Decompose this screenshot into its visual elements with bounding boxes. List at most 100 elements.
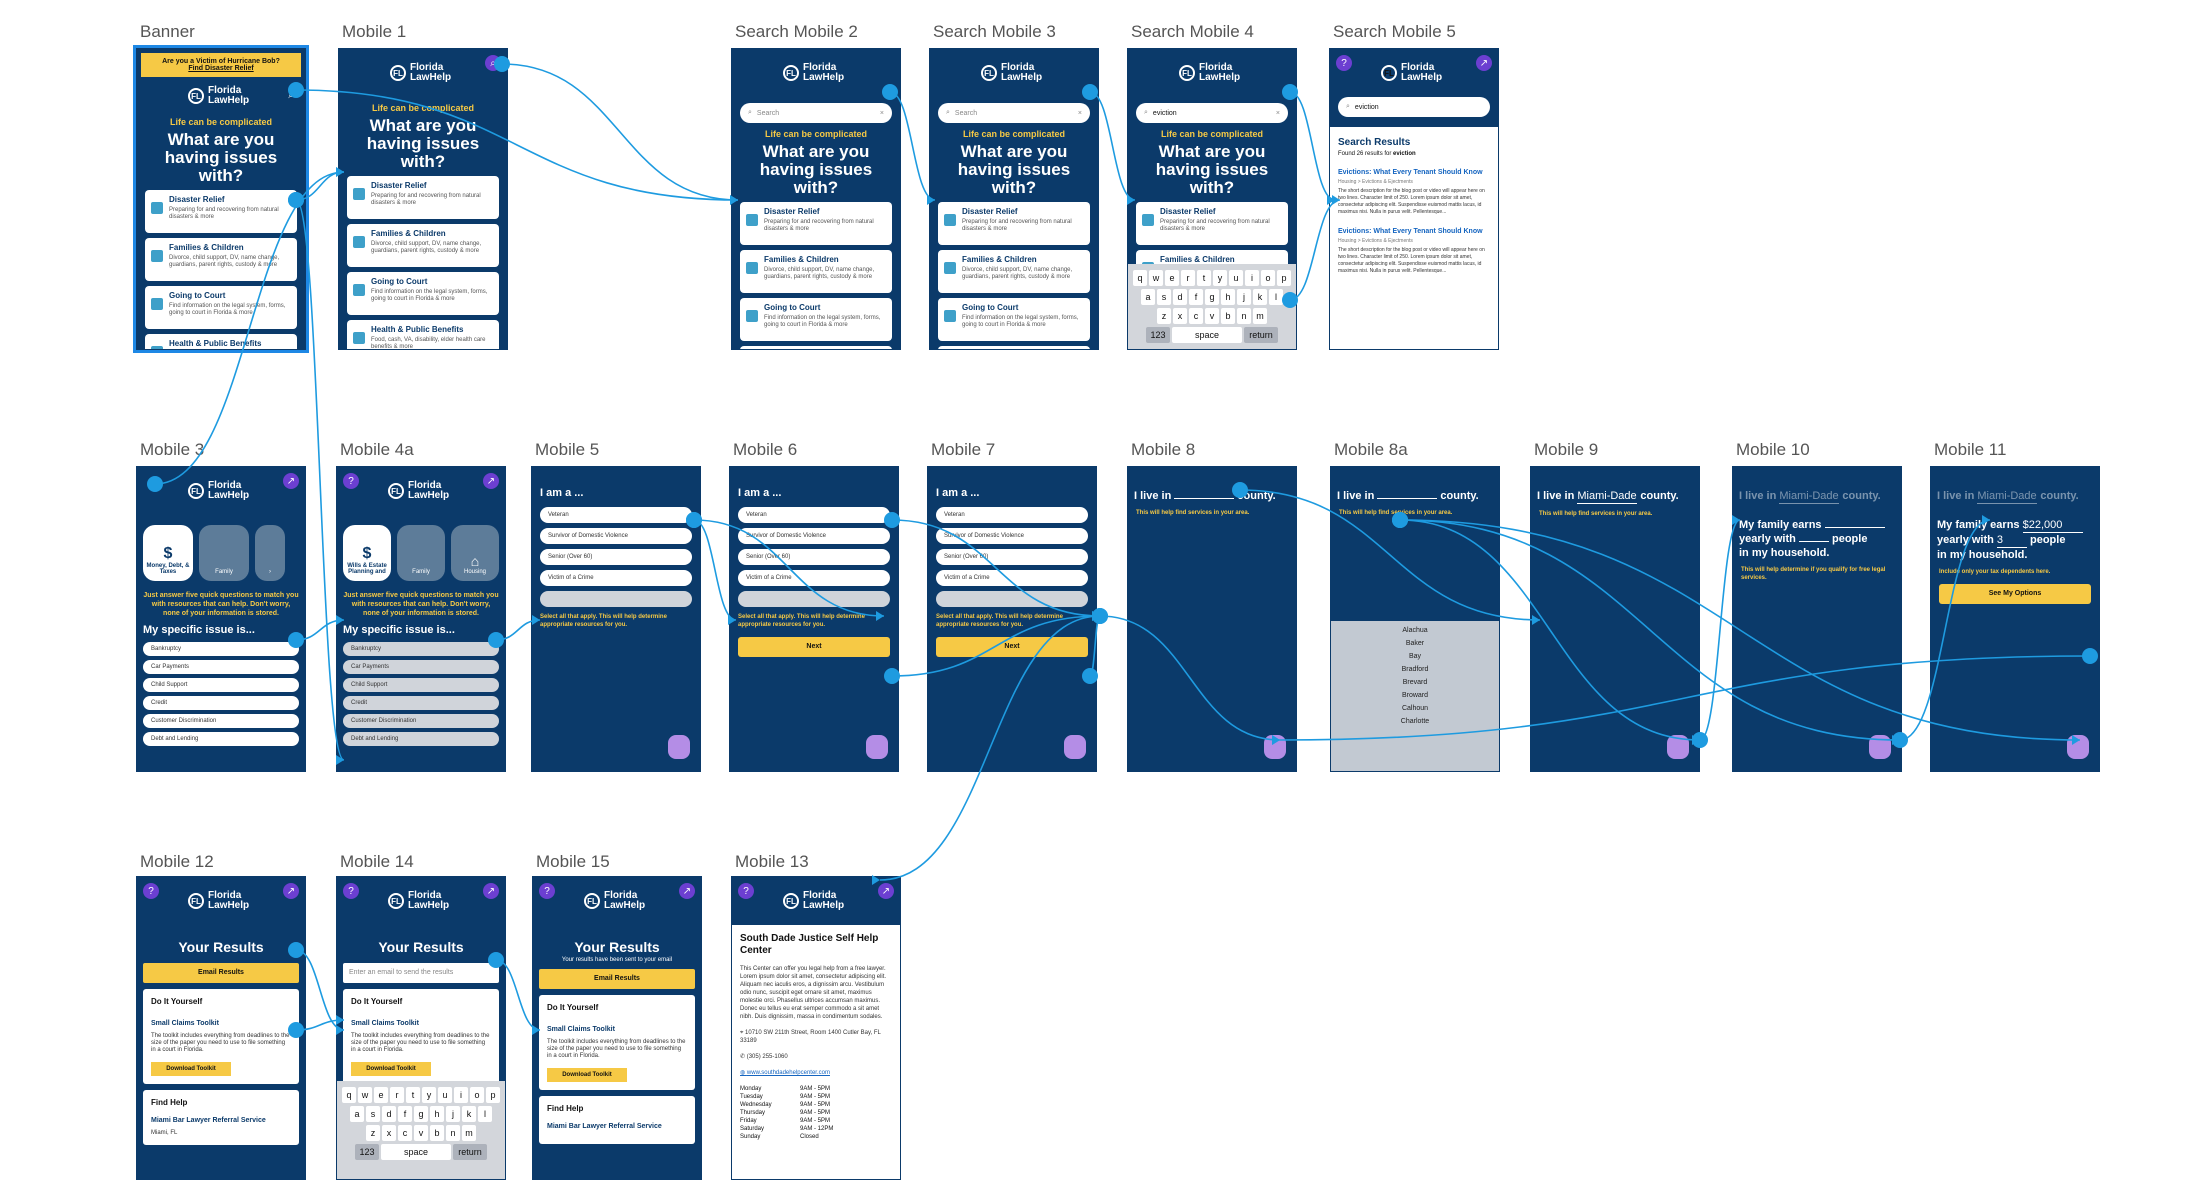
search-icon[interactable]: ⌕ [288,89,294,101]
share-icon[interactable]: ↗ [283,883,299,899]
search-input[interactable]: ⌕Search× [938,103,1090,123]
key[interactable]: i [1245,270,1259,286]
key[interactable]: g [1205,289,1219,305]
key[interactable]: m [462,1125,476,1141]
option-senior[interactable]: Senior (Over 60) [540,549,692,565]
hurricane-banner[interactable]: Are you a Victim of Hurricane Bob?Find D… [141,53,301,77]
pill-next[interactable]: › [255,525,285,581]
key[interactable]: c [398,1125,412,1141]
pill-family[interactable]: Family [397,525,445,581]
issue-option[interactable]: Debt and Lending [343,732,499,746]
help-icon[interactable]: ? [738,883,754,899]
key[interactable]: x [382,1125,396,1141]
chat-bot-icon[interactable] [1869,735,1891,759]
key[interactable]: g [414,1106,428,1122]
help-icon[interactable]: ? [343,473,359,489]
key[interactable]: a [350,1106,364,1122]
county-option[interactable]: Baker [1405,640,1425,647]
result-item[interactable]: Evictions: What Every Tenant Should Know… [1338,228,1490,275]
key[interactable]: u [438,1087,452,1103]
search-icon[interactable]: ⌕ [485,55,501,71]
county-dropdown[interactable] [1377,498,1438,499]
county-option[interactable]: Bay [1408,653,1422,660]
pill-family[interactable]: Family [199,525,249,581]
option-senior[interactable]: Senior (Over 60) [738,549,890,565]
share-icon[interactable]: ↗ [283,473,299,489]
email-results-button[interactable]: Email Results [539,969,695,989]
key[interactable]: y [1213,270,1227,286]
county-option[interactable]: Alachua [1402,627,1428,634]
key[interactable]: h [430,1106,444,1122]
next-button[interactable]: Next [738,637,890,657]
chat-bot-icon[interactable] [1064,735,1086,759]
help-icon[interactable]: ? [343,883,359,899]
frame-mobile-10[interactable]: I live in Miami-Dade county. My family e… [1732,466,1902,772]
share-icon[interactable]: ↗ [878,883,894,899]
key[interactable]: p [486,1087,500,1103]
share-icon[interactable]: ↗ [483,883,499,899]
people-field[interactable] [1798,541,1829,542]
space-key[interactable]: space [1172,327,1242,343]
issue-option[interactable]: Bankruptcy [343,642,499,656]
issue-option[interactable]: Customer Discrimination [343,714,499,728]
frame-mobile-9[interactable]: I live in Miami-Dade county. This will h… [1530,466,1700,772]
key[interactable]: s [1157,289,1171,305]
county-option[interactable]: Charlotte [1400,718,1430,725]
category-card[interactable]: Health & Public Benefits [145,334,297,349]
chat-bot-icon[interactable] [866,735,888,759]
key[interactable]: w [1149,270,1163,286]
issue-option[interactable]: Child Support [143,678,299,692]
see-options-button[interactable]: See My Options [1939,584,2091,604]
category-card[interactable]: Health & Public Benefits [938,346,1090,349]
issue-option[interactable]: Child Support [343,678,499,692]
county-option[interactable]: Broward [1401,692,1429,699]
key[interactable]: s [366,1106,380,1122]
frame-mobile-11[interactable]: I live in Miami-Dade county. My family e… [1930,466,2100,772]
clear-icon[interactable]: × [1275,109,1280,117]
key[interactable]: p [1277,270,1291,286]
option-crime[interactable]: Victim of a Crime [738,570,890,586]
numbers-key[interactable]: 123 [1146,327,1170,343]
key[interactable]: n [446,1125,460,1141]
pill-wills[interactable]: $Wills & Estate Planning and [343,525,391,581]
share-icon[interactable]: ↗ [483,473,499,489]
key[interactable]: w [358,1087,372,1103]
income-value[interactable]: $22,000 [2022,518,2083,533]
option-dv[interactable]: Survivor of Domestic Violence [738,528,890,544]
numbers-key[interactable]: 123 [355,1144,379,1160]
option-veteran[interactable]: Veteran [936,507,1088,523]
key[interactable]: a [1141,289,1155,305]
return-key[interactable]: return [1244,327,1278,343]
key[interactable]: z [1157,308,1171,324]
key[interactable]: h [1221,289,1235,305]
download-toolkit-button[interactable]: Download Toolkit [547,1068,627,1082]
frame-mobile-5[interactable]: I am a ... Veteran Survivor of Domestic … [531,466,701,772]
chat-bot-icon[interactable] [668,735,690,759]
frame-mobile-7[interactable]: I am a ... Veteran Survivor of Domestic … [927,466,1097,772]
county-value[interactable]: Miami-Dade [1779,490,1840,504]
income-field[interactable] [1824,527,1885,528]
key[interactable]: o [1261,270,1275,286]
center-phone[interactable]: ✆ (305) 255-1060 [740,1053,892,1061]
